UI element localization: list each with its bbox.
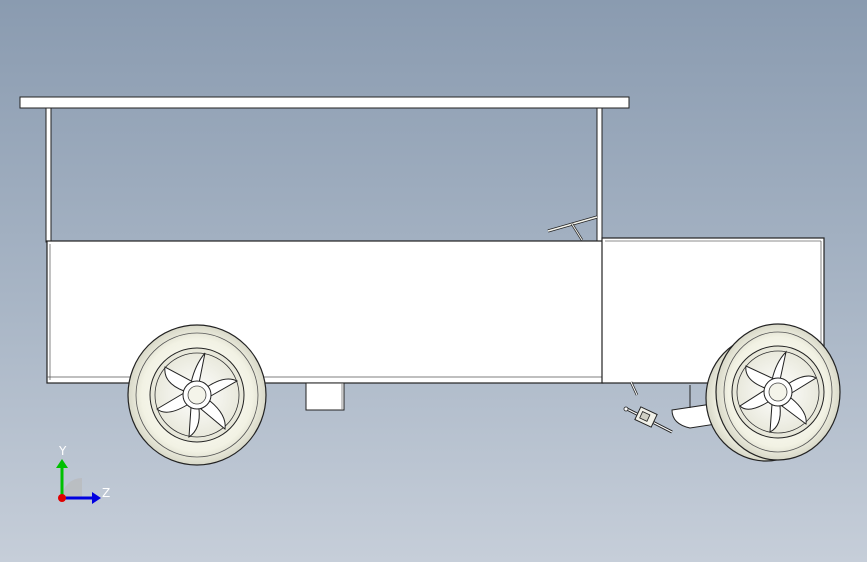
roof-post-front: [596, 107, 603, 243]
front-strut: [629, 381, 639, 396]
steering-wheel: [547, 215, 598, 241]
underbody-box: [305, 382, 345, 411]
front-wheel: [705, 323, 841, 462]
body-rear-section: [46, 240, 604, 384]
cart-roof: [19, 96, 630, 109]
coordinate-triad-icon: Y Z: [56, 444, 110, 504]
rear-wheel-spokes: [156, 352, 239, 438]
roof-post-rear: [45, 107, 52, 243]
rear-wheel: [127, 324, 267, 466]
triad-z-label: Z: [102, 486, 110, 500]
front-wheel-spokes: [739, 350, 817, 433]
triad-y-label: Y: [58, 444, 67, 458]
steering-linkage: [623, 406, 673, 434]
